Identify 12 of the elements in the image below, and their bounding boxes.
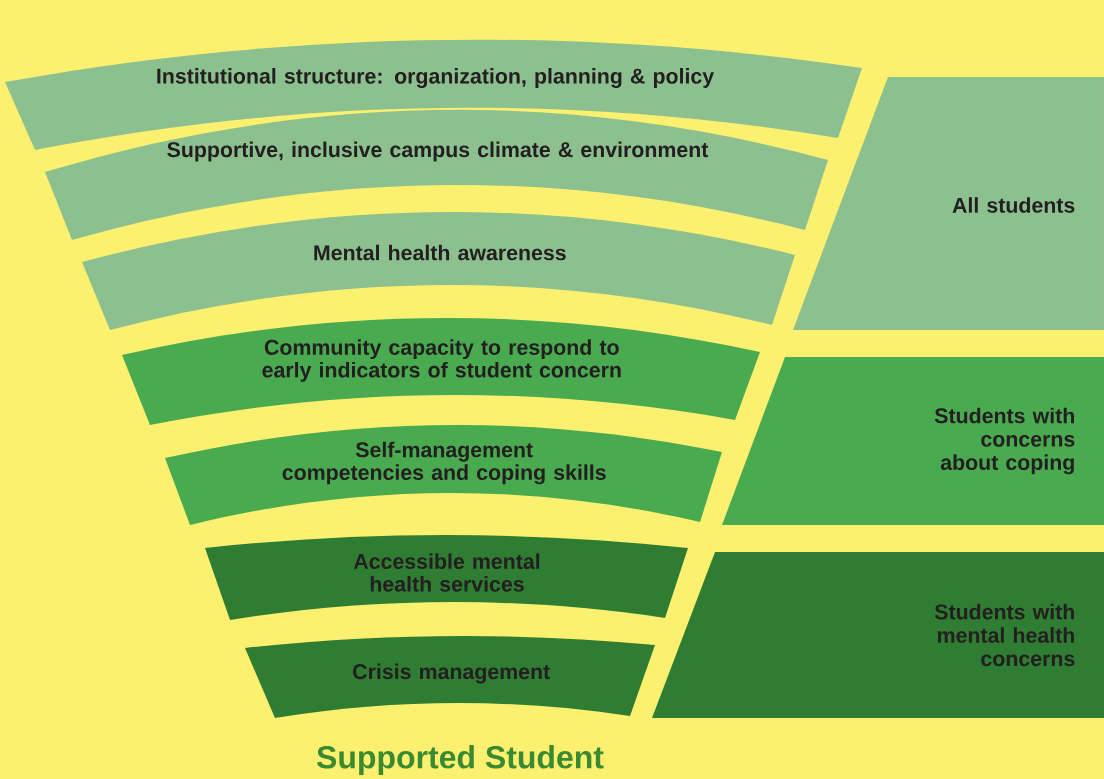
group-panel: All students (793, 77, 1104, 330)
funnel-band: Community capacity to respond to early indicators of student concern (122, 318, 760, 425)
caption: Supported Student (316, 745, 604, 775)
funnel-band: Mental health awareness (82, 212, 795, 330)
funnel-band: Crisis management (245, 636, 655, 718)
funnel-band: Self-management competencies and coping skills (165, 425, 722, 525)
group-panel: Students with concerns about coping (722, 357, 1104, 525)
funnel-band: Accessible mental health services (205, 535, 688, 620)
group-panel: Students with mental health concerns (652, 552, 1104, 718)
node-label: Institutional structure: organization, planning & policy (157, 68, 715, 88)
funnel-band: Supportive, inclusive campus climate & environment (45, 110, 828, 240)
node-label: All students (952, 197, 1075, 213)
